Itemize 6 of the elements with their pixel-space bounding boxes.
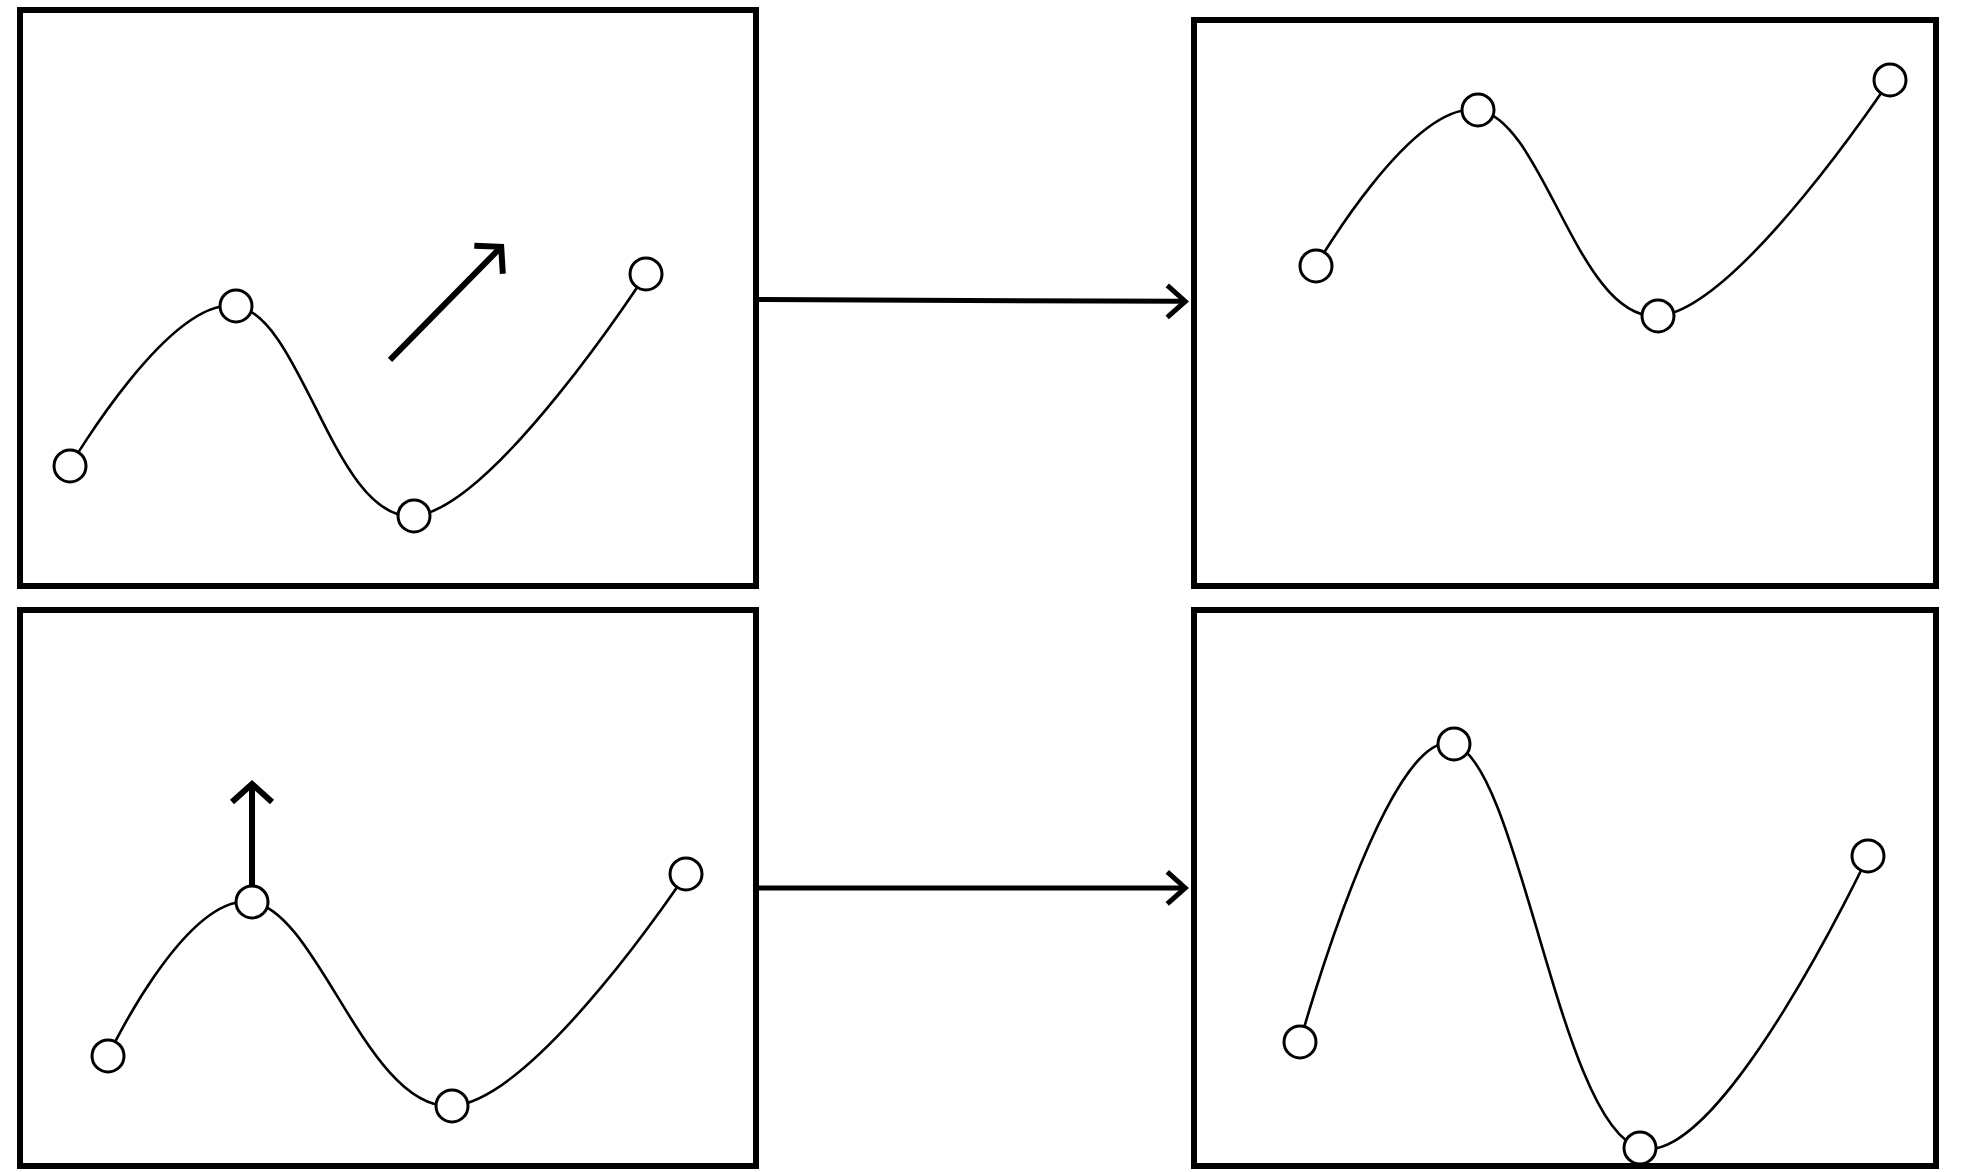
arrow	[759, 870, 1189, 906]
panel-box	[17, 7, 759, 589]
panel-box	[17, 606, 759, 1169]
panel-box	[1191, 606, 1939, 1169]
panel-box	[1191, 17, 1939, 589]
arrow	[759, 283, 1189, 320]
